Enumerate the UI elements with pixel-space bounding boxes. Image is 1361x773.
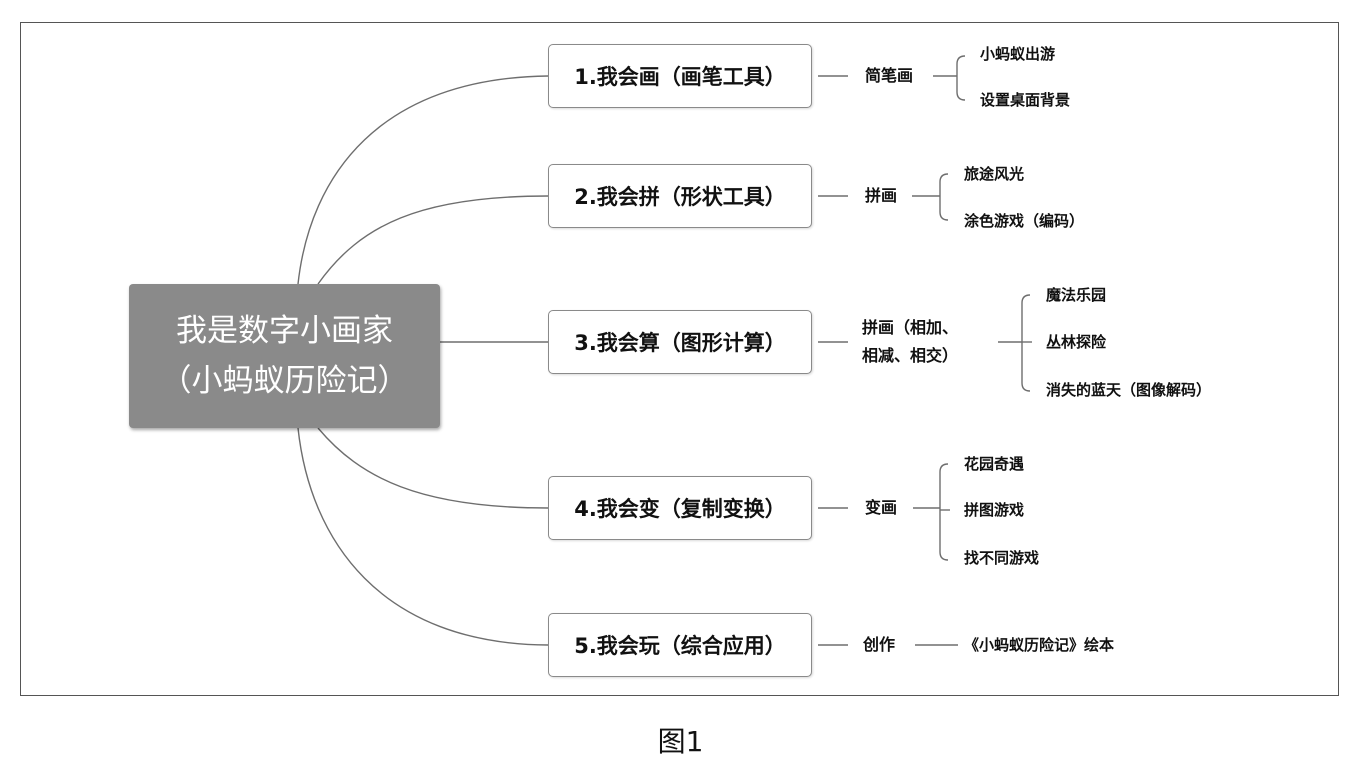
figure-caption: 图1 [657,725,704,758]
root-title-line2: （小蚂蚁历险记） [160,363,409,399]
sub-node-3-line2: 相减、相交） [862,346,959,365]
bracket-2 [939,173,949,221]
diagram-frame [20,22,1339,696]
branch-2 [317,195,549,285]
sub-node-5: 创作 [863,635,896,654]
sub-node-3-line1: 拼画（相加、 [862,318,959,337]
category-node-5: 5.我会玩（综合应用） [548,613,812,677]
leaf-2-2: 涂色游戏（编码） [964,212,1085,230]
sub-node-4: 变画 [865,498,898,517]
leaf-1-2: 设置桌面背景 [980,91,1071,109]
branch-1 [297,75,549,285]
leaf-5-1: 《小蚂蚁历险记》绘本 [964,636,1115,654]
leaf-4-1: 花园奇遇 [964,455,1025,473]
leaf-4-2: 拼图游戏 [964,501,1025,519]
root-node: 我是数字小画家 （小蚂蚁历险记） [129,284,440,428]
sub-node-2: 拼画 [865,186,898,205]
leaf-3-3: 消失的蓝天（图像解码） [1046,381,1212,399]
bracket-1 [956,55,966,101]
leaf-3-1: 魔法乐园 [1046,286,1107,304]
sub-node-1: 简笔画 [865,66,914,85]
leaf-2-1: 旅途风光 [964,165,1025,183]
bracket-4 [939,463,949,561]
root-title-line1: 我是数字小画家 [176,313,393,349]
leaf-3-2: 丛林探险 [1046,333,1107,351]
leaf-4-3: 找不同游戏 [964,549,1040,567]
leaf-1-1: 小蚂蚁出游 [980,45,1056,63]
branch-5 [297,427,549,646]
category-node-1: 1.我会画（画笔工具） [548,44,812,108]
bracket-3 [1021,294,1031,392]
category-node-4: 4.我会变（复制变换） [548,476,812,540]
branch-4 [317,427,549,509]
category-node-2: 2.我会拼（形状工具） [548,164,812,228]
category-node-3: 3.我会算（图形计算） [548,310,812,374]
